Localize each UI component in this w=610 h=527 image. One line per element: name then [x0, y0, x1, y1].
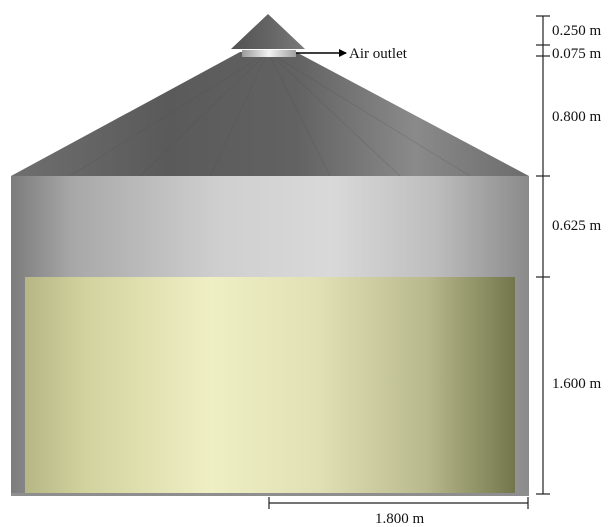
air-outlet-label: Air outlet — [349, 46, 408, 62]
silo-roof — [11, 52, 529, 176]
dimension-ticks — [536, 15, 550, 495]
dim-cap-height: 0.250 m — [552, 23, 602, 39]
roof-ribs — [69, 51, 471, 177]
silo-wall-bottom-edge — [11, 493, 529, 496]
silo-cap — [231, 14, 305, 49]
dim-roof-height: 0.800 m — [552, 109, 602, 125]
grain-fill — [25, 277, 515, 493]
dim-headspace-height: 0.625 m — [552, 218, 602, 234]
dim-grain-height: 1.600 m — [552, 376, 602, 392]
dim-radius: 1.800 m — [375, 511, 425, 527]
dim-outlet-height: 0.075 m — [552, 46, 602, 62]
air-outlet-vent — [242, 50, 296, 57]
